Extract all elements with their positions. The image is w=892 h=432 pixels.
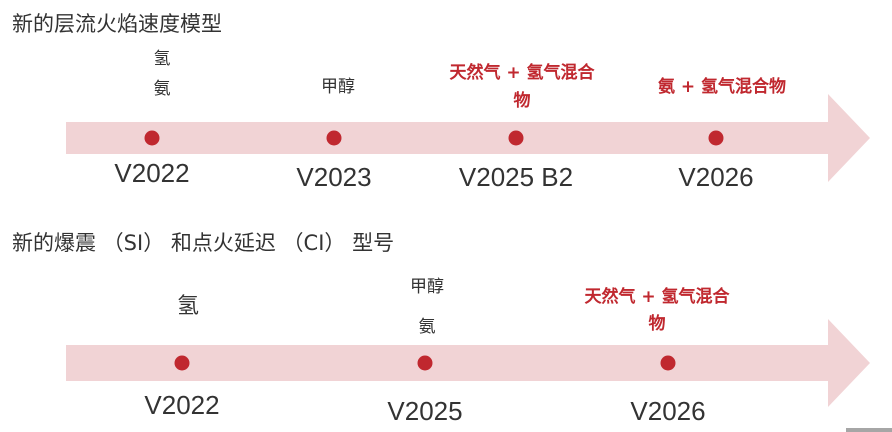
timeline-1-arrow [66, 94, 870, 182]
milestone-2-1-dot [174, 355, 190, 371]
timeline-2-title: 新的爆震 （SI） 和点火延迟 （CI） 型号 [12, 231, 395, 255]
milestone-2-2-label-1: 甲醇 [410, 277, 444, 297]
milestone-1-4-label-1: 氨 + 氢气混合物 [657, 77, 787, 97]
milestone-1-3-label-2: 物 [513, 91, 531, 111]
milestone-1-3-version: V2025 B2 [458, 162, 574, 192]
milestone-2-2-label-2: 氨 [418, 317, 436, 337]
milestone-1-1-version: V2022 [114, 158, 190, 188]
milestone-1-2-label-1: 甲醇 [321, 77, 355, 97]
milestone-2-3-label-1: 天然气 + 氢气混合 [584, 287, 730, 307]
milestone-2-1-version: V2022 [144, 390, 220, 420]
milestone-2-2-version: V2025 [387, 396, 463, 426]
milestone-1-1-label-1: 氢 [153, 49, 171, 69]
milestone-2-1-label-1: 氢 [176, 294, 200, 319]
milestone-1-2-version: V2023 [296, 162, 372, 192]
milestone-1-4-dot [708, 130, 724, 146]
timeline-1-title: 新的层流火焰速度模型 [12, 12, 222, 36]
milestone-2-2-dot [417, 355, 433, 371]
milestone-1-1-label-2: 氨 [153, 79, 171, 99]
timeline-2-arrow [66, 319, 870, 407]
corner-bar [846, 428, 892, 432]
milestone-2-3-version: V2026 [630, 396, 706, 426]
milestone-1-3-dot [508, 130, 524, 146]
milestone-1-3-label-1: 天然气 + 氢气混合 [449, 63, 595, 83]
milestone-1-2-dot [326, 130, 342, 146]
milestone-1-4-version: V2026 [678, 162, 754, 192]
milestone-2-3-label-2: 物 [648, 314, 666, 334]
milestone-2-3-dot [660, 355, 676, 371]
milestone-1-1-dot [144, 130, 160, 146]
